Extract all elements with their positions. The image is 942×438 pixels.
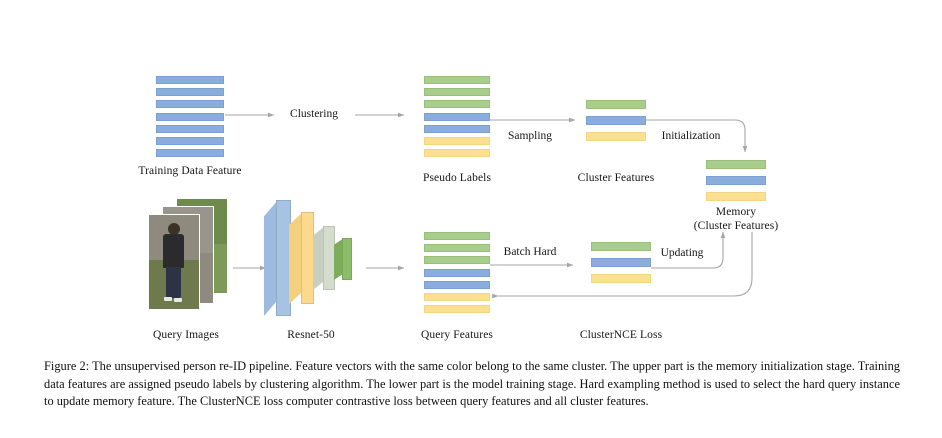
memory-bar [706, 176, 766, 185]
feature-bar [424, 244, 490, 253]
initialization-arrow-label: Initialization [661, 130, 721, 142]
feature-bar [424, 136, 490, 145]
memory-label: Memory (Cluster Features) [694, 205, 779, 233]
query-features-stack [424, 232, 490, 314]
feature-bar [156, 149, 224, 158]
resnet-backbone [258, 198, 368, 316]
feature-bar [591, 242, 651, 251]
slab-face [323, 226, 335, 290]
feature-bar [591, 258, 651, 267]
feature-bar [424, 124, 490, 133]
cluster-features-label: Cluster Features [577, 172, 655, 184]
feature-bar [586, 116, 646, 125]
query-features-label: Query Features [421, 329, 493, 341]
slab-side [334, 238, 344, 280]
feature-bar [424, 100, 490, 109]
feature-bar [424, 112, 490, 121]
photo-person-torso [163, 234, 184, 268]
training-data-feature-label: Training Data Feature [138, 165, 242, 177]
feature-bar [156, 88, 224, 97]
memory-bar [706, 192, 766, 201]
slab-side [289, 212, 303, 304]
query-image-photo [148, 214, 200, 310]
memory-stack [706, 160, 766, 201]
photo-person-legs [166, 267, 181, 298]
feature-bar [424, 232, 490, 240]
batch-hard-arrow-label: Batch Hard [503, 246, 557, 258]
feature-bar [586, 132, 646, 141]
feature-bar [424, 305, 490, 314]
feature-bar [424, 76, 490, 84]
photo-person-shoe [174, 298, 182, 302]
feature-bar [156, 76, 224, 84]
photo-person-shoe [164, 297, 172, 301]
query-images-label: Query Images [152, 329, 220, 341]
feature-bar [156, 100, 224, 109]
photo-person [159, 223, 189, 303]
slab-face [301, 212, 314, 304]
clustering-arrow-label: Clustering [290, 108, 338, 120]
memory-label-line1: Memory [715, 206, 757, 218]
slab-face [342, 238, 352, 280]
photo-person-head [168, 223, 180, 235]
memory-bar [706, 160, 766, 169]
feature-bar [424, 292, 490, 301]
sampling-arrow-label: Sampling [507, 130, 553, 142]
feature-bar [586, 100, 646, 109]
slab-face [276, 200, 291, 316]
pseudo-labels-label: Pseudo Labels [422, 172, 492, 184]
feature-bar [591, 274, 651, 283]
updating-arrow-label: Updating [660, 247, 704, 259]
training-data-feature-stack [156, 76, 224, 158]
cluster-features-stack [586, 100, 646, 141]
pseudo-labels-stack [424, 76, 490, 158]
clusternce-loss-stack [591, 242, 651, 283]
feature-bar [424, 280, 490, 289]
feature-bar [156, 112, 224, 121]
clusternce-loss-label: ClusterNCE Loss [579, 329, 663, 341]
feature-bar [156, 136, 224, 145]
feature-bar [424, 268, 490, 277]
slab-side [264, 200, 278, 316]
memory-label-line2: (Cluster Features) [693, 220, 779, 232]
feature-bar [424, 88, 490, 97]
slab-side [313, 226, 325, 290]
feature-bar [156, 124, 224, 133]
feature-bar [424, 149, 490, 158]
feature-bar [424, 256, 490, 265]
resnet-label: Resnet-50 [287, 329, 335, 341]
figure-caption: Figure 2: The unsupervised person re-ID … [44, 359, 900, 409]
query-images-collage [148, 198, 240, 310]
